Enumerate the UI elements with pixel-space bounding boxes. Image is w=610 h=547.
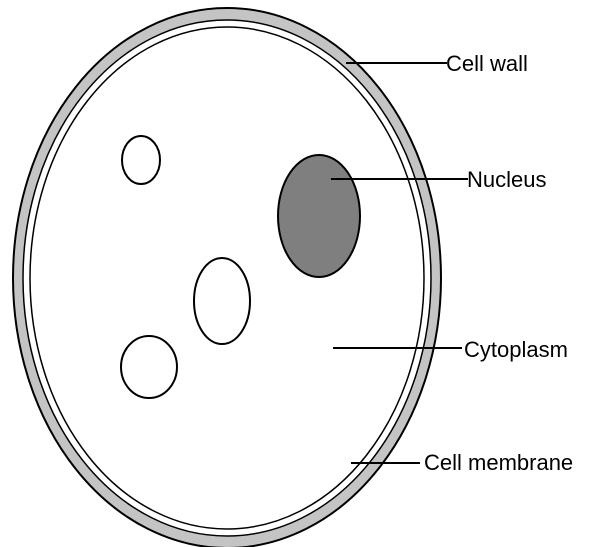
cell-membrane-label: Cell membrane bbox=[424, 450, 573, 475]
vacuole-middle bbox=[194, 258, 250, 344]
nucleus-label: Nucleus bbox=[467, 167, 546, 192]
vacuole-top-left bbox=[122, 136, 160, 184]
nucleus bbox=[278, 155, 360, 277]
cytoplasm-label: Cytoplasm bbox=[464, 337, 568, 362]
vacuole-bottom-left bbox=[121, 336, 177, 398]
cell-wall-label: Cell wall bbox=[446, 51, 528, 76]
